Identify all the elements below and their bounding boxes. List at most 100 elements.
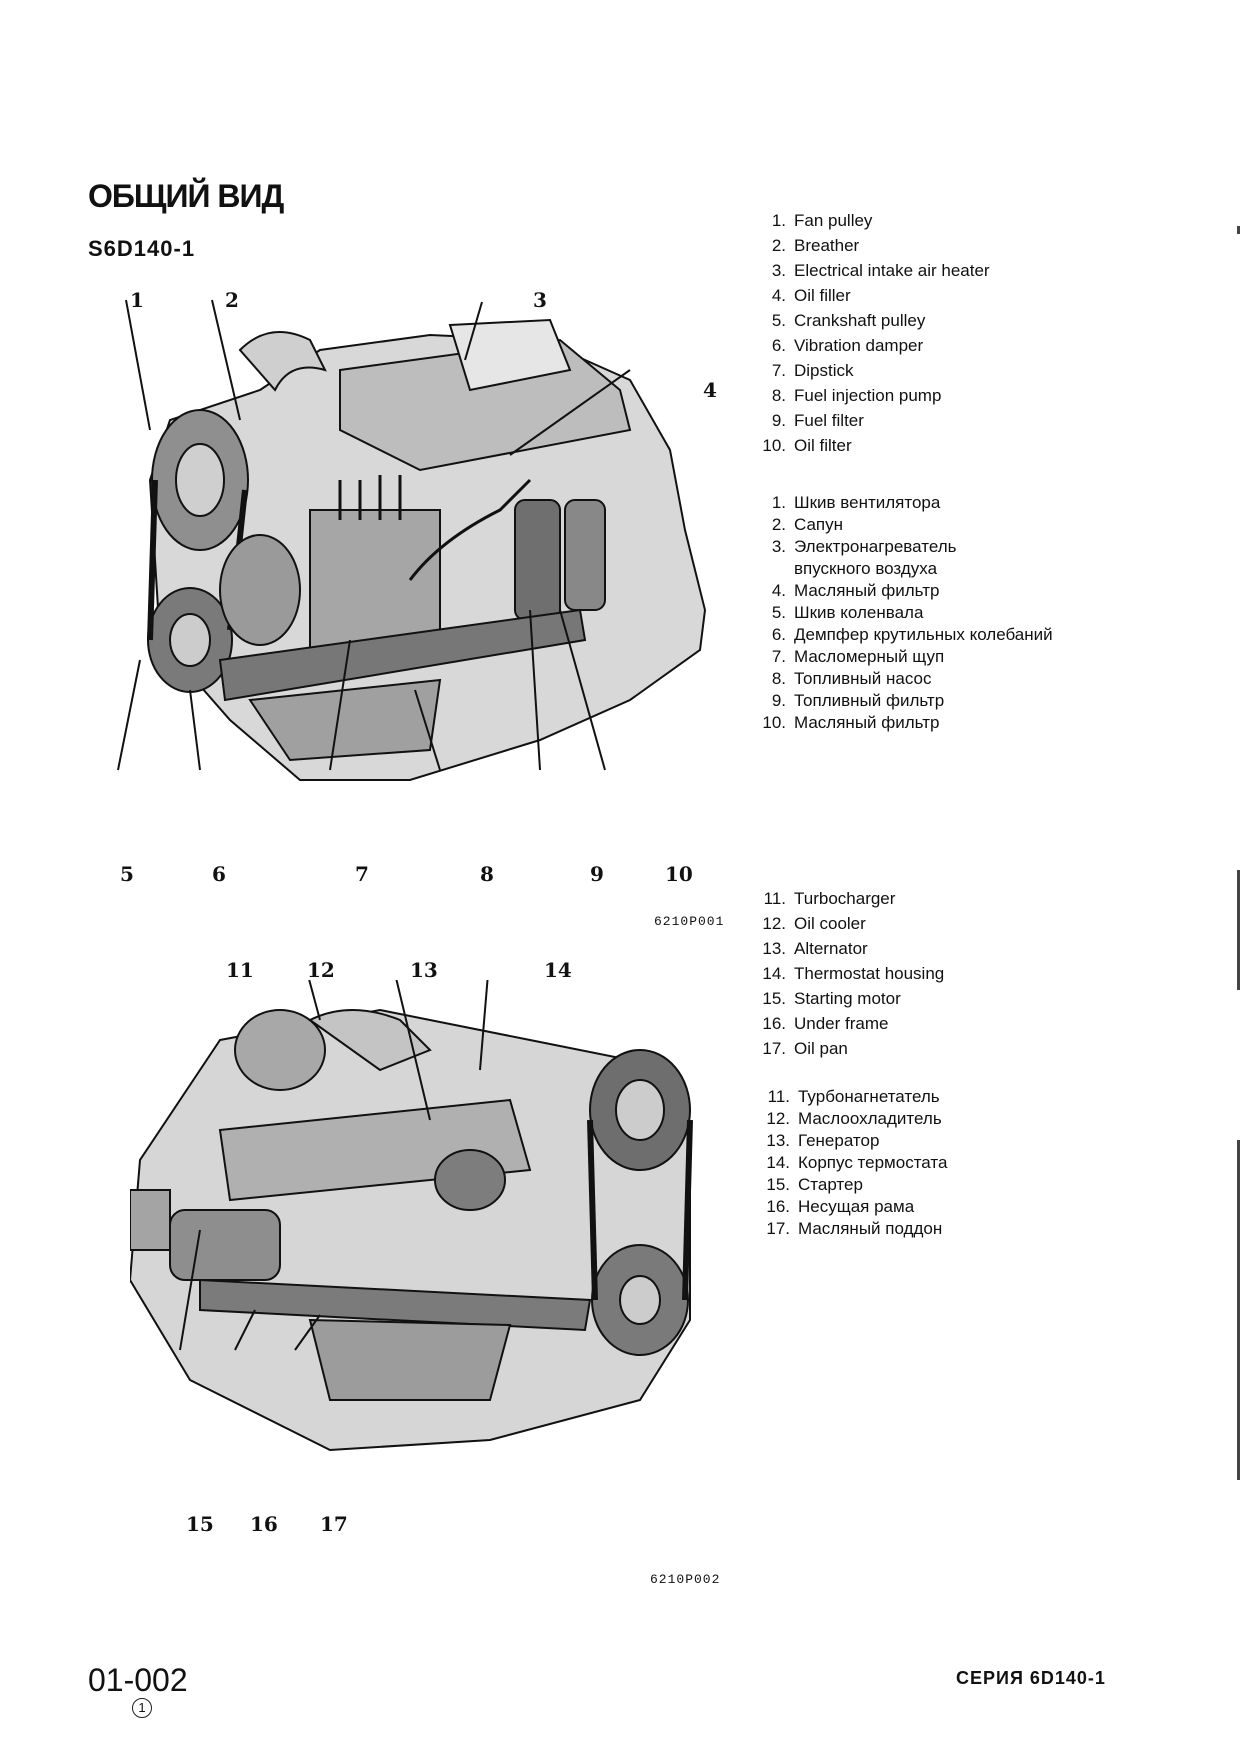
legend-label: Starting motor bbox=[794, 989, 901, 1008]
legend-item: 8. Топливный насос bbox=[748, 668, 1053, 690]
legend-num: 12. bbox=[766, 1109, 790, 1128]
legend-label: Демпфер крутильных колебаний bbox=[794, 625, 1053, 644]
legend-label: Сапун bbox=[794, 515, 844, 534]
callout-17: 17 bbox=[320, 1512, 348, 1536]
scan-edge-mark bbox=[1237, 1140, 1240, 1480]
legend-num: 6. bbox=[771, 336, 786, 355]
callout-8: 8 bbox=[480, 862, 494, 886]
legend-item: 5. Crankshaft pulley bbox=[748, 308, 990, 333]
legend-item: 15. Стартер bbox=[752, 1174, 947, 1196]
legend-num: 5. bbox=[771, 311, 786, 330]
figure-code-2: 6210P002 bbox=[650, 1572, 721, 1587]
legend-num: 9. bbox=[771, 691, 786, 710]
legend-label: Vibration damper bbox=[794, 336, 924, 355]
legend-num: 11. bbox=[763, 889, 786, 908]
legend-num: 2. bbox=[771, 515, 786, 534]
legend-num: 5. bbox=[771, 603, 786, 622]
revision-mark: 1 bbox=[132, 1698, 152, 1718]
legend-item-continuation: впускного воздуха bbox=[748, 558, 1053, 580]
legend-label: Генератор bbox=[798, 1131, 880, 1150]
legend-label: Масломерный щуп bbox=[794, 647, 945, 666]
legend-item: 2. Сапун bbox=[748, 514, 1053, 536]
legend-num: 15. bbox=[766, 1175, 790, 1194]
legend-num: 10. bbox=[762, 713, 786, 732]
legend-item: 10.Oil filter bbox=[748, 433, 990, 458]
legend-item: 17.Oil pan bbox=[748, 1036, 944, 1061]
legend-label: Масляный фильтр bbox=[794, 713, 940, 732]
legend-label: Шкив вентилятора bbox=[794, 493, 941, 512]
legend-label: Fuel injection pump bbox=[794, 386, 942, 405]
legend-num: 2. bbox=[771, 236, 786, 255]
legend-item: 3. Electrical intake air heater bbox=[748, 258, 990, 283]
legend-label: Масляный фильтр bbox=[794, 581, 940, 600]
legend-item: 16.Under frame bbox=[748, 1011, 944, 1036]
legend-num: 3. bbox=[771, 261, 786, 280]
legend-label: Масляный поддон bbox=[798, 1219, 943, 1238]
legend-english-1: 1. Fan pulley 2. Breather 3. Electrical int… bbox=[748, 208, 990, 458]
legend-num: 4. bbox=[771, 581, 786, 600]
legend-label: Electrical intake air heater bbox=[794, 261, 990, 280]
page-title: ОБЩИЙ ВИД bbox=[88, 178, 284, 214]
legend-label-continuation: впускного воздуха bbox=[794, 559, 938, 578]
callout-13: 13 bbox=[410, 958, 438, 982]
callout-11: 11 bbox=[226, 958, 254, 982]
callout-14: 14 bbox=[544, 958, 572, 982]
legend-num: 6. bbox=[771, 625, 786, 644]
legend-label: Топливный насос bbox=[794, 669, 932, 688]
legend-russian-1: 1.Шкив вентилятора 2.Сапун 3.Электронагр… bbox=[748, 492, 1053, 734]
callout-3: 3 bbox=[533, 288, 547, 312]
legend-item: 13. Генератор bbox=[752, 1130, 947, 1152]
legend-item: 1.Шкив вентилятора bbox=[748, 492, 1053, 514]
legend-label: Alternator bbox=[794, 939, 868, 958]
legend-num: 4. bbox=[771, 286, 786, 305]
legend-label: Топливный фильтр bbox=[794, 691, 945, 710]
callout-16: 16 bbox=[250, 1512, 278, 1536]
callout-2: 2 bbox=[225, 288, 239, 312]
legend-label: Fan pulley bbox=[794, 211, 873, 230]
legend-item: 14.Корпус термостата bbox=[752, 1152, 947, 1174]
legend-label: Turbocharger bbox=[794, 889, 896, 908]
legend-num: 9. bbox=[771, 411, 786, 430]
legend-label: Breather bbox=[794, 236, 860, 255]
legend-item: 11. Turbocharger bbox=[748, 886, 944, 911]
legend-num: 7. bbox=[771, 361, 786, 380]
legend-num: 1. bbox=[771, 211, 786, 230]
legend-num: 11. bbox=[767, 1087, 790, 1106]
callout-6: 6 bbox=[212, 862, 226, 886]
legend-item: 16. Несущая рама bbox=[752, 1196, 947, 1218]
legend-label: Шкив коленвала bbox=[794, 603, 924, 622]
legend-label: Fuel filter bbox=[794, 411, 864, 430]
engine-figure-front bbox=[117, 299, 707, 781]
legend-english-2: 11.Turbocharger 12.Oil cooler 13.Alterna… bbox=[748, 886, 944, 1061]
page-number: 01-002 bbox=[88, 1662, 188, 1698]
model-name: S6D140-1 bbox=[88, 236, 196, 261]
callout-10: 10 bbox=[665, 862, 693, 886]
legend-num: 15. bbox=[762, 989, 786, 1008]
legend-label: Dipstick bbox=[794, 361, 854, 380]
legend-item: 5. Шкив коленвала bbox=[748, 602, 1053, 624]
legend-num: 16. bbox=[766, 1197, 790, 1216]
legend-num: 3. bbox=[771, 537, 786, 556]
legend-label: Стартер bbox=[798, 1175, 863, 1194]
callout-7: 7 bbox=[355, 862, 369, 886]
legend-label: Несущая рама bbox=[798, 1197, 915, 1216]
legend-label: Crankshaft pulley bbox=[794, 311, 926, 330]
legend-label: Oil pan bbox=[794, 1039, 848, 1058]
legend-label: Oil cooler bbox=[794, 914, 866, 933]
legend-num: 8. bbox=[771, 669, 786, 688]
figure-code-1: 6210P001 bbox=[654, 914, 725, 929]
legend-item: 2. Breather bbox=[748, 233, 990, 258]
legend-item: 4.Oil filler bbox=[748, 283, 990, 308]
callout-9: 9 bbox=[590, 862, 604, 886]
legend-item: 17.Масляный поддон bbox=[752, 1218, 947, 1240]
legend-num: 13. bbox=[766, 1131, 790, 1150]
callout-12: 12 bbox=[307, 958, 335, 982]
callout-1: 1 bbox=[130, 288, 144, 312]
legend-item: 8.Fuel injection pump bbox=[748, 383, 990, 408]
legend-item: 14.Thermostat housing bbox=[748, 961, 944, 986]
legend-item: 9. Fuel filter bbox=[748, 408, 990, 433]
legend-item: 6. Демпфер крутильных колебаний bbox=[748, 624, 1053, 646]
legend-item: 7. Dipstick bbox=[748, 358, 990, 383]
callout-15: 15 bbox=[186, 1512, 214, 1536]
legend-num: 13. bbox=[762, 939, 786, 958]
